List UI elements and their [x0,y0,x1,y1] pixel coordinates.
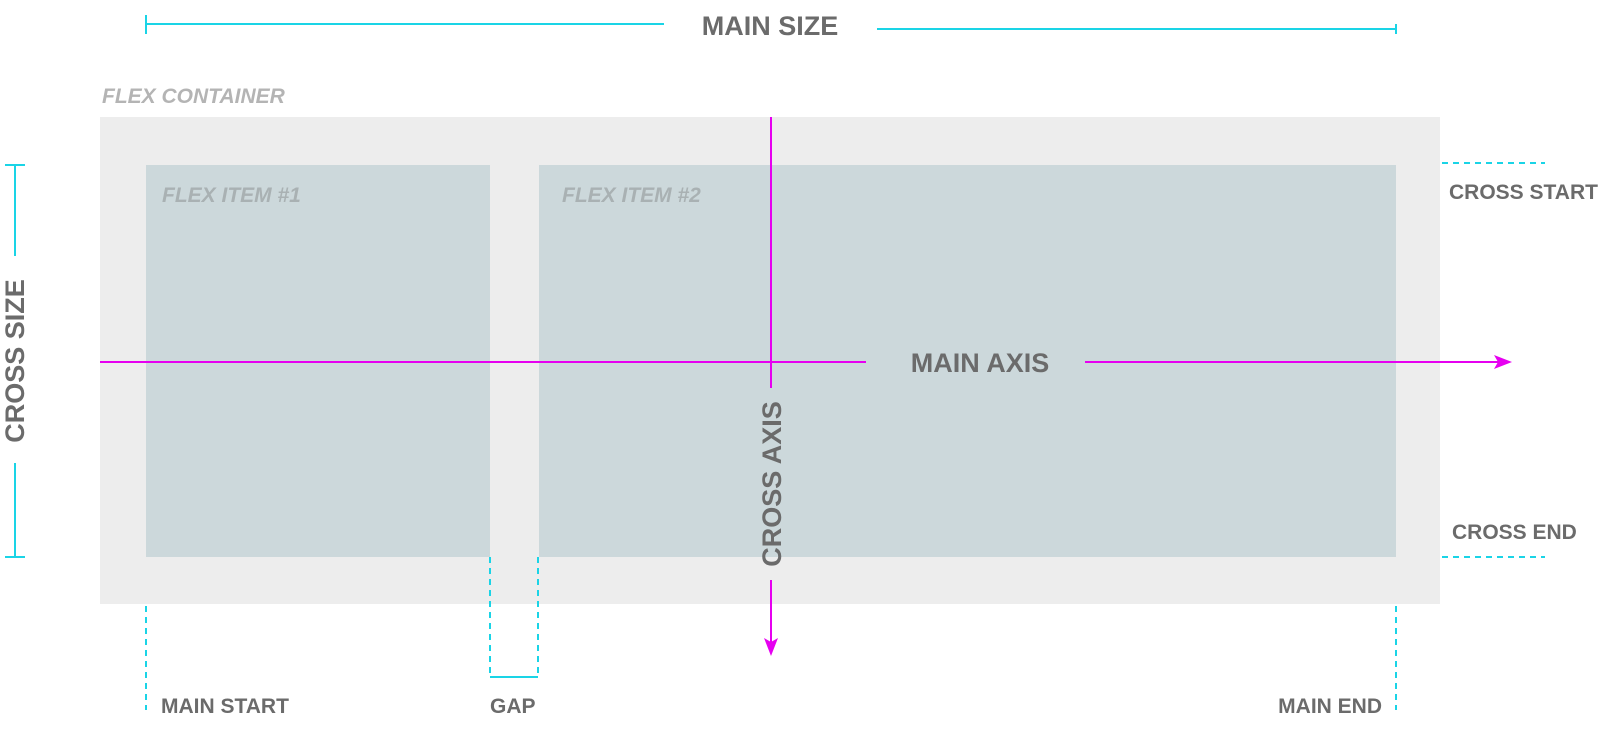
cross-end-label: CROSS END [1452,521,1577,544]
main-size-dimension [145,15,1397,34]
cross-size-dimension [5,164,25,558]
cross-start-label: CROSS START [1449,181,1598,204]
cross-axis-arrow [764,117,778,656]
main-start-label: MAIN START [161,695,289,718]
gap-dimension [489,557,539,678]
main-axis-label: MAIN AXIS [911,348,1050,378]
flex-container-label: FLEX CONTAINER [102,85,286,108]
cross-size-label: CROSS SIZE [0,279,30,443]
main-axis-arrow [100,355,1512,369]
cross-axis-label: CROSS AXIS [757,401,787,567]
main-end-label: MAIN END [1278,695,1382,718]
flex-item-1-label: FLEX ITEM #1 [162,184,301,207]
main-size-label: MAIN SIZE [702,11,839,41]
gap-label: GAP [490,695,536,718]
flex-item-2-label: FLEX ITEM #2 [562,184,701,207]
